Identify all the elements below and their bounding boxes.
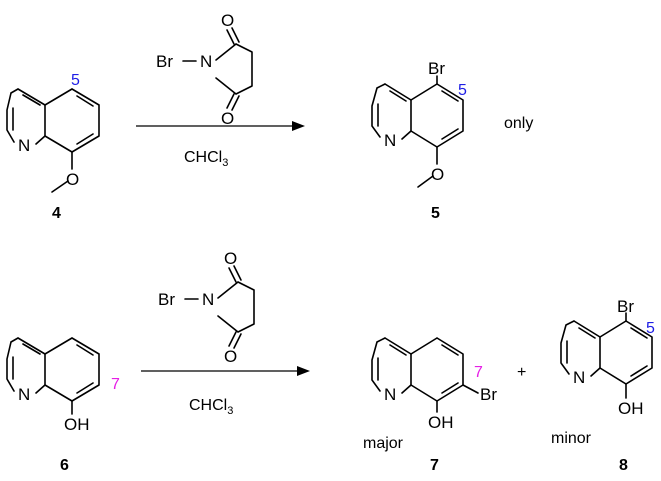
bromine-atom: Br	[156, 52, 173, 71]
aromatic-double-bonds	[377, 344, 459, 394]
quinoline-pyridine-ring	[371, 83, 412, 140]
bromine-atom: Br	[617, 297, 634, 316]
position-7-label: 7	[111, 376, 120, 393]
compound-6-structure: N OH 7	[6, 337, 120, 434]
quinoline-carbocycle	[410, 83, 464, 148]
carbonyl-bonds	[228, 265, 242, 349]
nitrogen-atom: N	[384, 385, 396, 404]
hydroxyl-group: OH	[428, 413, 454, 432]
solvent-label-1: CHCl3	[184, 149, 228, 169]
bromine-atom: Br	[158, 290, 175, 309]
nbs-reagent-2: O O N Br	[158, 249, 255, 366]
compound-number-7: 7	[430, 457, 439, 474]
carbonyl-oxygen-bottom: O	[224, 347, 237, 366]
solvent-subscript: 3	[227, 405, 233, 417]
position-5-label: 5	[458, 82, 467, 99]
bromine-atom: Br	[428, 59, 445, 78]
nitrogen-atom: N	[18, 385, 30, 404]
quinoline-pyridine-ring	[6, 88, 46, 145]
carbonyl-oxygen-top: O	[221, 11, 234, 30]
imide-nitrogen: N	[202, 290, 214, 309]
oxygen-atom: O	[66, 170, 79, 189]
succinimide-ring	[215, 43, 253, 95]
reaction-arrow-2	[141, 366, 310, 376]
quinoline-pyridine-ring	[560, 320, 601, 377]
compound-5-structure: Br N O 5	[371, 59, 467, 188]
compound-4-structure: N O 5	[6, 72, 100, 193]
carbonyl-oxygen-bottom: O	[221, 109, 234, 128]
compound-number-5: 5	[431, 205, 440, 222]
compound-number-4: 4	[52, 205, 61, 222]
compound-7-structure: N Br OH 7	[371, 337, 497, 432]
quinoline-carbocycle	[410, 337, 464, 402]
aromatic-double-bonds	[12, 343, 94, 394]
quinoline-pyridine-ring	[6, 337, 46, 394]
plus-sign: +	[517, 364, 526, 381]
solvent-text: CHCl	[184, 149, 222, 166]
solvent-label-2: CHCl3	[189, 397, 233, 417]
aromatic-double-bonds	[566, 327, 648, 377]
hydroxyl-group: OH	[618, 399, 644, 418]
solvent-subscript: 3	[222, 157, 228, 169]
reaction-arrow-1	[136, 121, 305, 131]
imide-nitrogen: N	[200, 52, 212, 71]
compound-number-8: 8	[619, 457, 628, 474]
methoxy-bonds	[51, 151, 73, 193]
bromine-atom: Br	[480, 385, 497, 404]
hydroxyl-group: OH	[64, 415, 90, 434]
compound-8-structure: Br N OH 5	[560, 297, 655, 418]
major-label: major	[363, 435, 404, 452]
quinoline-carbocycle	[599, 320, 653, 385]
carbonyl-bonds	[226, 27, 240, 111]
quinoline-carbocycle	[44, 88, 100, 153]
c-br-bond	[462, 384, 479, 394]
compound-number-6: 6	[60, 457, 69, 474]
succinimide-ring	[217, 281, 255, 333]
minor-label: minor	[551, 430, 592, 447]
nbs-reagent-1: O O N Br	[156, 11, 253, 128]
quinoline-pyridine-ring	[371, 337, 412, 394]
position-5-label: 5	[71, 72, 80, 89]
selectivity-note: only	[504, 115, 533, 132]
nitrogen-atom: N	[18, 136, 30, 155]
position-5-label: 5	[646, 320, 655, 337]
quinoline-carbocycle	[44, 337, 100, 402]
position-7-label: 7	[474, 364, 483, 381]
oxygen-atom: O	[431, 165, 444, 184]
aromatic-double-bonds	[377, 90, 459, 140]
methoxy-bonds	[417, 146, 438, 188]
nitrogen-atom: N	[573, 368, 585, 387]
aromatic-double-bonds	[12, 94, 94, 145]
carbonyl-oxygen-top: O	[224, 249, 237, 268]
solvent-text: CHCl	[189, 397, 227, 414]
nitrogen-atom: N	[384, 131, 396, 150]
